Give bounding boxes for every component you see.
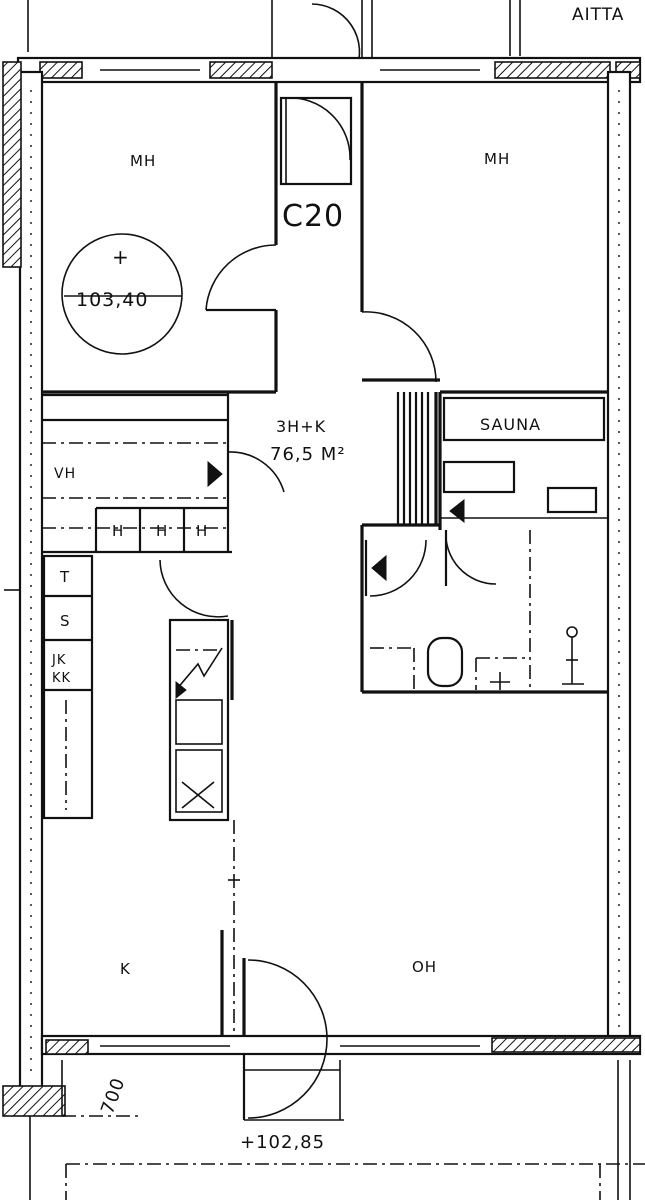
level-mark-upper: 103,40 (76, 289, 148, 311)
kitchen-unit-kk: KK (52, 671, 71, 686)
labels: C20 MH MH + 103,40 3H+K 76,5 M² VH SAUNA… (51, 150, 541, 1153)
kitchen-unit-t: T (59, 568, 70, 586)
closet-label-2: H (156, 522, 168, 540)
room-label-kitchen: K (120, 960, 131, 978)
closet-label-1: H (112, 522, 124, 540)
interior-walls (42, 82, 608, 1036)
level-mark-circle (61, 233, 183, 355)
top-context: AITTA (27, 0, 624, 71)
room-label-living: OH (412, 958, 437, 976)
apartment-type: 3H+K (276, 417, 326, 436)
level-mark-lower: +102,85 (240, 1132, 325, 1153)
exterior-walls (2, 56, 642, 1117)
dimension-700: 700 (97, 1075, 130, 1117)
kitchen-unit-s: S (60, 612, 71, 630)
apartment-area: 76,5 M² (270, 444, 346, 465)
kitchen-unit-jk: JK (51, 653, 66, 668)
level-mark-sign: + (112, 245, 130, 269)
room-label-sauna: SAUNA (480, 415, 541, 434)
room-label-bedroom-right: MH (484, 150, 510, 168)
bottom-context (4, 589, 645, 1200)
room-label-hall: VH (54, 466, 76, 482)
room-label-bedroom-left: MH (130, 152, 156, 170)
header-fragment: AITTA (572, 5, 624, 25)
apartment-id: C20 (282, 199, 344, 234)
closet-label-3: H (196, 522, 208, 540)
doors (159, 244, 497, 1121)
